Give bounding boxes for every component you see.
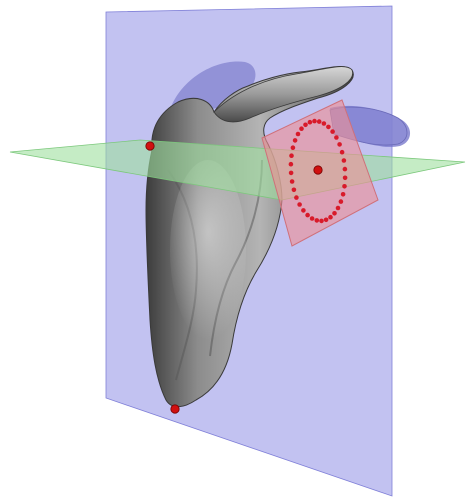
glenoid-rim-point (293, 138, 298, 143)
glenoid-rim-point (337, 142, 342, 147)
glenoid-rim-point (289, 162, 294, 167)
transverse-plane (10, 140, 465, 200)
glenoid-rim-point (289, 171, 294, 176)
glenoid-rim-point (326, 125, 331, 130)
glenoid-rim-point (297, 202, 302, 207)
glenoid-rim-point (336, 206, 341, 211)
glenoid-rim-point (291, 145, 296, 150)
glenoid-rim-point (301, 208, 306, 213)
glenoid-rim-point (328, 215, 333, 220)
glenoid-rim-point (343, 176, 348, 181)
glenoid-rim-point (330, 129, 335, 134)
glenoid-rim-point (310, 216, 315, 221)
glenoid-rim-point (317, 119, 322, 124)
glenoid-rim-point (324, 218, 329, 223)
glenoid-rim-point (289, 153, 294, 158)
glenoid-rim-point (332, 211, 337, 216)
landmark-superior-angle (146, 142, 154, 150)
glenoid-rim-point (341, 192, 346, 197)
glenoid-rim-point (299, 126, 304, 131)
landmark-inferior-angle (171, 405, 179, 413)
glenoid-rim-point (339, 199, 344, 204)
glenoid-rim-point (305, 213, 310, 218)
glenoid-rim-point (342, 158, 347, 163)
landmark-glenoid-center (314, 166, 322, 174)
glenoid-rim-point (303, 123, 308, 128)
glenoid-rim-point (342, 184, 347, 189)
glenoid-rim-point (308, 120, 313, 125)
glenoid-rim-point (322, 121, 327, 126)
glenoid-rim-point (319, 219, 324, 224)
glenoid-rim-point (292, 188, 297, 193)
glenoid-rim-point (296, 132, 301, 137)
glenoid-rim-point (334, 135, 339, 140)
glenoid-rim-point (312, 119, 317, 124)
glenoid-rim-point (315, 218, 320, 223)
glenoid-rim-point (290, 179, 295, 184)
glenoid-rim-point (343, 167, 348, 172)
glenoid-rim-point (340, 150, 345, 155)
glenoid-rim-point (294, 195, 299, 200)
